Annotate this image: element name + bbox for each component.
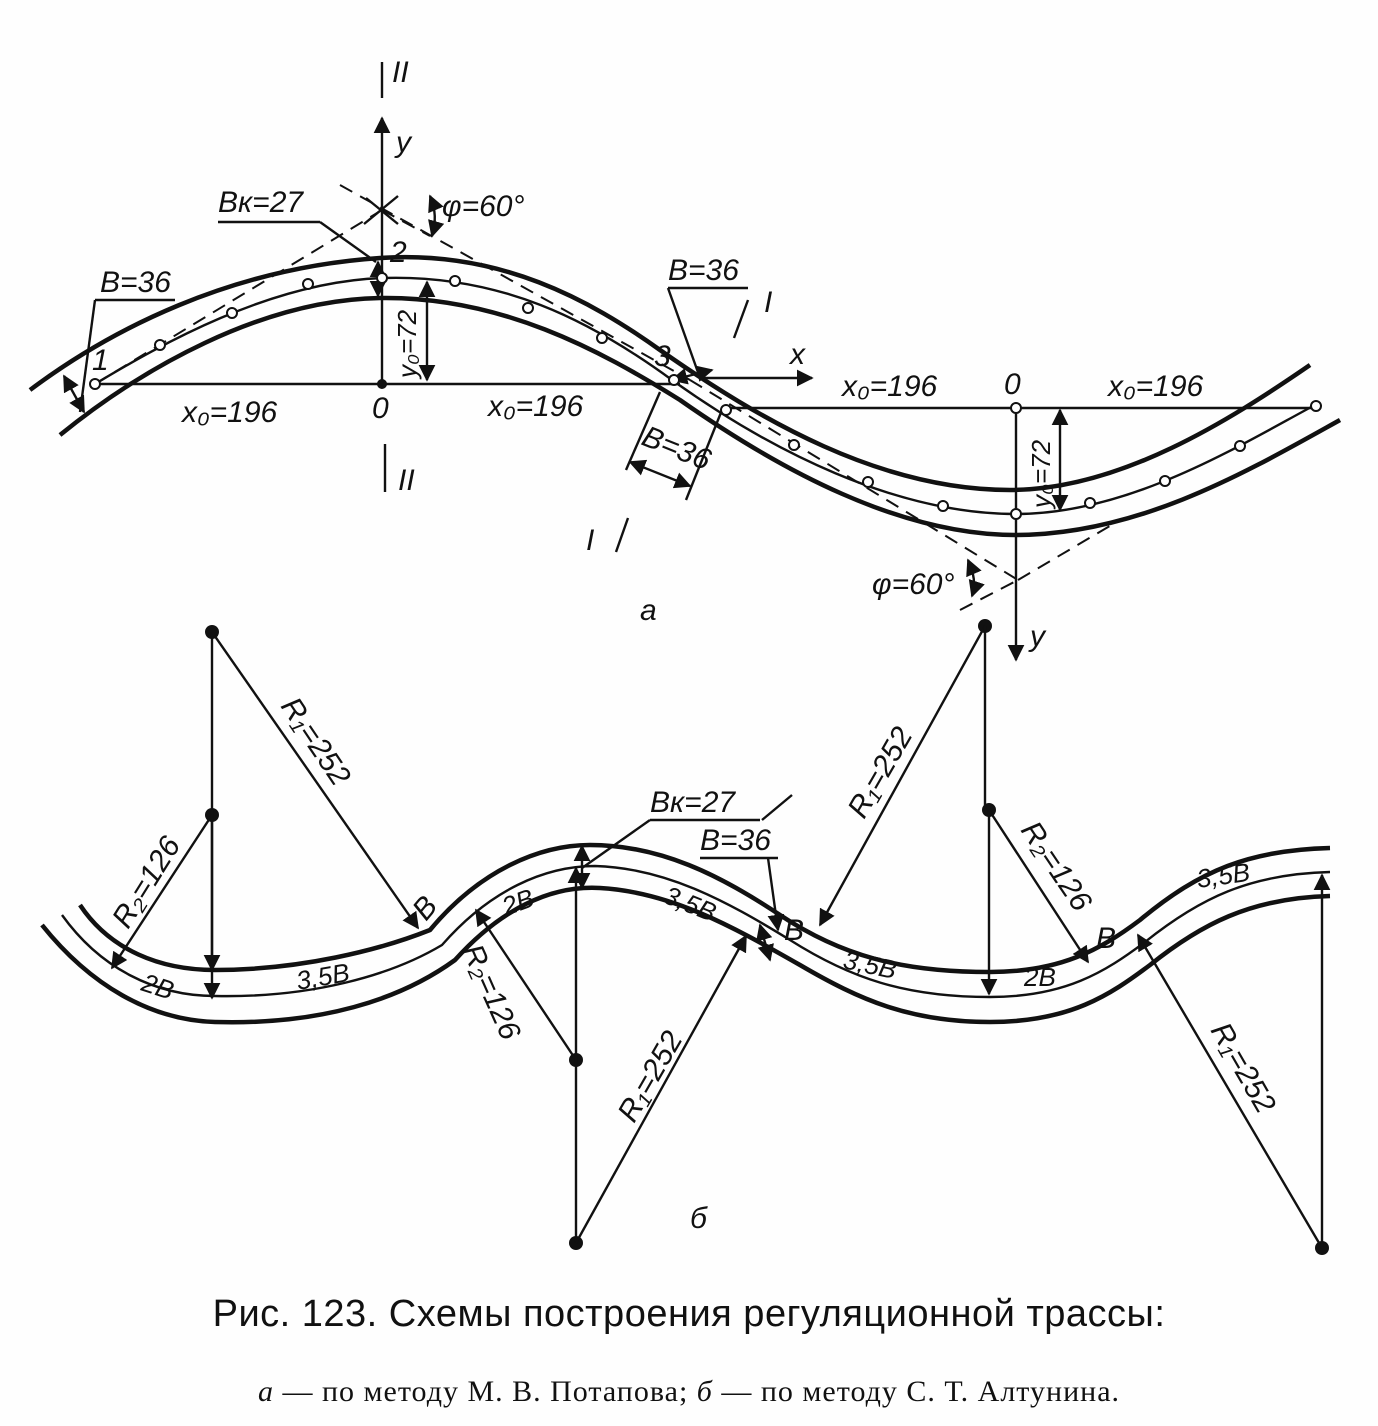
section-I-bottom [614,517,630,553]
extra-dash [761,794,793,821]
caption-b-text: — по методу С. Т. Алтунина. [712,1375,1121,1408]
radius-r2-6 [987,809,1090,964]
label-x0-3: x₀=196 [840,370,938,403]
channel-b-lower-bank [40,885,1331,1025]
label-b36-b: B=36 [700,824,771,857]
tangent-line-6 [959,579,1019,611]
section-I-top [732,299,750,339]
label-panel-b: б [690,1202,708,1235]
label-r1-3: R₁=252 [841,721,919,823]
label-35b-4: 3,5B [1195,857,1252,894]
label-origin-right: 0 [1004,368,1021,401]
label-axis-x: x [788,338,806,371]
caption-b-letter: б [696,1375,713,1408]
diagram-canvas: II y Bк=27 φ=60° 2 B=36 1 y₀=72 x₀=196 0… [28,56,1342,1255]
tangent-line-5 [1017,519,1121,581]
label-r2-2: R₂=126 [456,939,527,1045]
label-point-2: 2 [389,236,407,269]
b-dim-mid-lower [628,459,692,489]
label-phi-left: φ=60° [442,190,524,223]
channel-b-inner-line [61,864,1331,999]
bk-leader-b [581,819,651,869]
station-points [89,272,1322,520]
radius-r1-4 [574,934,748,1244]
caption-a-text: — по методу М. В. Потапова; [273,1375,697,1408]
phi-arc-left [428,194,445,238]
channel-b-upper-bank [78,842,1331,975]
figure-caption-title: Рис. 123. Схемы построения регуляционной… [212,1293,1166,1335]
radius-r2-3 [475,908,577,1061]
label-2b-3: 2B [1023,962,1056,992]
label-y0-right: y₀=72 [1026,439,1056,510]
label-axis-II-bottom: II [398,464,415,497]
b-ext-2 [684,409,724,501]
label-axis-II-top: II [392,56,409,89]
label-x0-2: x₀=196 [486,390,584,423]
b-leader-mid-2 [666,287,702,379]
diagram-a: II y Bк=27 φ=60° 2 B=36 1 y₀=72 x₀=196 0… [28,56,1342,662]
label-b-2: B [784,914,804,947]
caption-a-letter: а [257,1375,274,1408]
radius-r1-5 [818,625,987,927]
label-35b-3: 3,5B [841,945,900,985]
label-x0-1: x₀=196 [180,396,278,429]
label-y0-left: y₀=72 [392,309,422,380]
label-2b-1: 2B [137,967,177,1006]
radius-r1-2 [211,631,419,930]
label-bk: Bк=27 [218,186,304,219]
channel-a-lower-bank [58,295,1342,538]
label-section-I-bottom: I [586,524,594,557]
b-ext-1 [624,391,662,471]
b-leader-b2 [766,857,785,932]
label-r2-1: R₂=126 [106,831,188,934]
bk-leader-2 [319,221,377,263]
label-bk-b: Bк=27 [650,786,736,819]
channel-a-upper-bank [28,254,1312,493]
label-origin-left: 0 [372,392,389,425]
phi-arc-right [966,558,985,598]
label-point-1: 1 [92,344,109,377]
channel-a-centre-line [94,276,1316,516]
b-dim-b [756,923,774,962]
radius-r1-7 [1136,933,1324,1249]
radius-r2-1 [110,814,214,970]
label-r1-1: R₁=252 [274,691,357,792]
label-axis-y-right: y [1028,620,1047,653]
label-axis-y-left: y [394,126,413,159]
label-point-3: 3 [654,340,671,373]
label-35b-2: 3,5B [660,880,721,928]
tangent-line-2 [381,209,431,237]
label-b-left: B=36 [100,266,171,299]
label-b-3: B [1096,922,1116,955]
label-x0-4: x₀=196 [1106,370,1204,403]
figure-caption-legend: а — по методу М. В. Потапова; б — по мет… [0,1375,1378,1409]
tangent-line-4 [689,379,1019,581]
label-r1-2: R₁=252 [611,1025,689,1127]
tangent-line-3 [339,184,691,381]
label-panel-a: а [640,594,657,627]
b-dim-left [62,374,86,414]
label-section-I-top: I [764,286,772,319]
diagram-b: R₁=252 R₂=126 B 2B 3,5B 2B R₂=126 Bк=27 … [40,619,1331,1255]
tangent-line-1 [94,209,383,385]
label-b-mid-top: B=36 [668,254,739,287]
label-phi-right: φ=60° [872,568,954,601]
